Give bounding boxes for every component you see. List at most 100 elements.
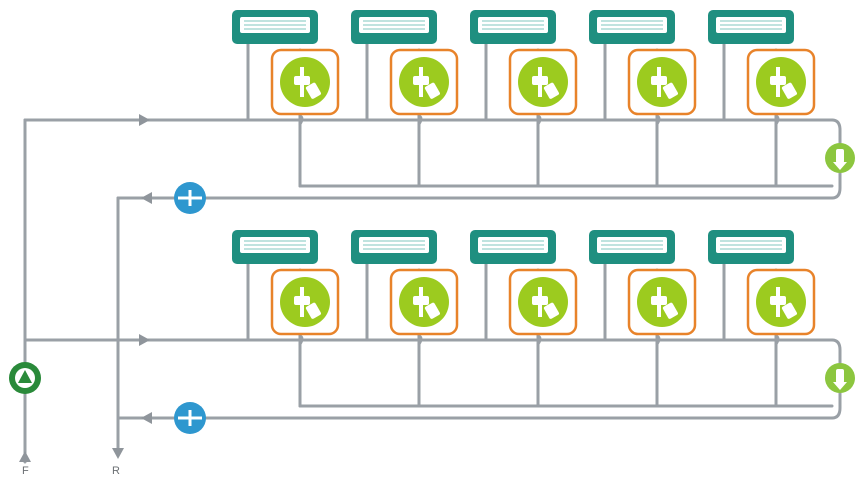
unit-grille-slot (244, 248, 306, 250)
balancing-valve-stem (188, 410, 192, 426)
unit-grille-slot (601, 248, 663, 250)
valve-stem (776, 67, 780, 97)
unit-grille-slot (601, 20, 663, 22)
unit-grille-slot (244, 28, 306, 30)
unit-grille-slot (720, 240, 782, 242)
valve-head (305, 82, 321, 99)
balancing-valve-icon (174, 402, 206, 434)
balancing-valve-icon (174, 182, 206, 214)
valve-head (781, 302, 797, 319)
pipe-crossover (774, 334, 780, 346)
valve-stem (657, 287, 661, 317)
flow-direction-arrow (139, 114, 150, 126)
pipe-crossover (655, 114, 661, 126)
fan-coil-unit-icon (589, 230, 675, 264)
unit-grille-slot (601, 244, 663, 246)
unit-grille-slot (482, 20, 544, 22)
fan-coil-unit-icon (708, 10, 794, 44)
unit-grille-slot (363, 20, 425, 22)
fan-coil-unit-icon (232, 10, 318, 44)
unit-grille-slot (482, 248, 544, 250)
control-valve-icon (746, 268, 816, 336)
flow-riser-arrow (19, 451, 31, 462)
control-valve-icon (627, 48, 697, 116)
bypass-valve-body (836, 149, 844, 163)
fan-coil-unit-icon (351, 10, 437, 44)
unit-grille-slot (244, 244, 306, 246)
bypass-valve-icon (825, 143, 855, 173)
unit-grille-slot (601, 28, 663, 30)
unit-grille-slot (363, 24, 425, 26)
control-valve-icon (389, 268, 459, 336)
return-label: R (112, 465, 120, 477)
unit-grille-slot (720, 28, 782, 30)
unit-grille-slot (482, 24, 544, 26)
fan-coil-unit-icon (351, 230, 437, 264)
valve-stem (657, 67, 661, 97)
unit-grille-slot (720, 248, 782, 250)
control-valve-icon (389, 48, 459, 116)
valve-head (543, 302, 559, 319)
valve-stem (419, 67, 423, 97)
valve-head (305, 302, 321, 319)
pipe-crossover (655, 334, 661, 346)
flow-label: F (22, 465, 29, 477)
valve-stem (538, 67, 542, 97)
unit-grille-slot (363, 240, 425, 242)
pipe-crossover (774, 114, 780, 126)
control-valve-icon (270, 48, 340, 116)
unit-grille-slot (482, 244, 544, 246)
control-valve-icon (746, 48, 816, 116)
valve-head (424, 82, 440, 99)
valve-stem (776, 287, 780, 317)
unit-grille-slot (482, 240, 544, 242)
components (9, 10, 855, 434)
unit-grille-slot (601, 24, 663, 26)
flow-direction-arrow (139, 334, 150, 346)
control-valve-icon (508, 268, 578, 336)
fan-coil-unit-icon (232, 230, 318, 264)
return-direction-arrow (141, 412, 152, 424)
unit-grille-slot (363, 28, 425, 30)
pipe-crossover (417, 114, 423, 126)
return-direction-arrow (141, 192, 152, 204)
control-valve-icon (508, 48, 578, 116)
bypass-valve-arrow (833, 162, 847, 170)
unit-grille-slot (720, 244, 782, 246)
pipe-crossover (536, 114, 542, 126)
pipe-crossover (417, 334, 423, 346)
unit-grille-slot (244, 24, 306, 26)
valve-stem (538, 287, 542, 317)
valve-head (424, 302, 440, 319)
pipe-crossover (536, 334, 542, 346)
pump-impeller (18, 370, 32, 383)
fan-coil-unit-icon (470, 230, 556, 264)
fan-coil-unit-icon (470, 10, 556, 44)
bypass-valve-body (836, 369, 844, 383)
unit-grille-slot (482, 28, 544, 30)
bypass-valve-icon (825, 363, 855, 393)
return-riser-arrow (112, 448, 124, 459)
unit-grille-slot (244, 20, 306, 22)
valve-head (781, 82, 797, 99)
fan-coil-unit-icon (708, 230, 794, 264)
unit-grille-slot (720, 24, 782, 26)
pump-icon (9, 362, 41, 394)
valve-head (662, 82, 678, 99)
pipe-crossover (298, 334, 304, 346)
valve-stem (300, 287, 304, 317)
valve-head (662, 302, 678, 319)
valve-head (543, 82, 559, 99)
control-valve-icon (270, 268, 340, 336)
pipe-crossover (298, 114, 304, 126)
pipe-network (19, 40, 842, 464)
unit-grille-slot (363, 248, 425, 250)
unit-grille-slot (720, 20, 782, 22)
control-valve-icon (627, 268, 697, 336)
valve-stem (300, 67, 304, 97)
valve-stem (419, 287, 423, 317)
riser-labels: F R (22, 465, 120, 477)
unit-grille-slot (363, 244, 425, 246)
bypass-valve-arrow (833, 382, 847, 390)
